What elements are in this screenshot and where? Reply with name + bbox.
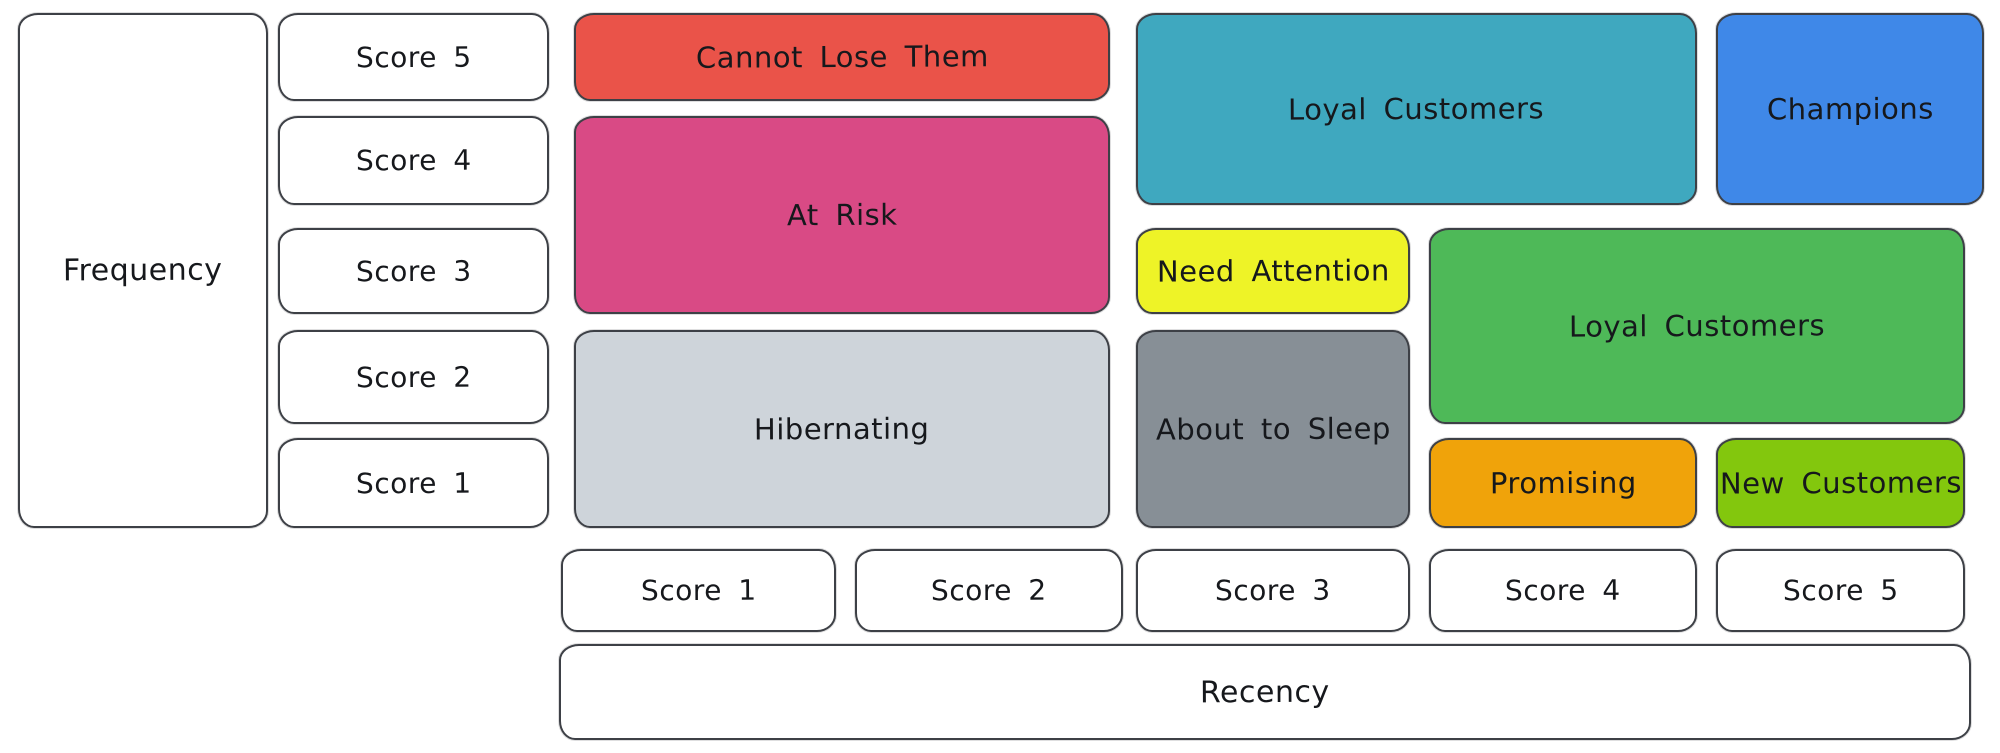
segment-about-to-sleep-label: About to Sleep xyxy=(1155,411,1391,447)
segment-loyal-customers-right-label: Loyal Customers xyxy=(1568,308,1826,344)
recency-score-1-label: Score 1 xyxy=(640,573,757,608)
recency-score-2: Score 2 xyxy=(855,549,1123,632)
frequency-score-3: Score 3 xyxy=(278,228,549,314)
frequency-score-1: Score 1 xyxy=(278,438,549,528)
recency-score-1: Score 1 xyxy=(561,549,836,632)
segment-new-customers: New Customers xyxy=(1716,438,1965,528)
frequency-score-5: Score 5 xyxy=(278,13,549,101)
recency-score-3: Score 3 xyxy=(1136,549,1410,632)
segment-new-customers-label: New Customers xyxy=(1719,465,1962,501)
segment-about-to-sleep: About to Sleep xyxy=(1136,330,1410,528)
recency-score-3-label: Score 3 xyxy=(1215,573,1331,608)
recency-score-5: Score 5 xyxy=(1716,549,1965,632)
frequency-score-2-label: Score 2 xyxy=(355,360,472,394)
recency-score-4: Score 4 xyxy=(1429,549,1697,632)
segment-promising: Promising xyxy=(1429,438,1697,528)
recency-score-2-label: Score 2 xyxy=(931,573,1047,608)
segment-loyal-customers-top: Loyal Customers xyxy=(1136,13,1697,205)
segment-cannot-lose-them: Cannot Lose Them xyxy=(574,13,1110,101)
recency-score-4-label: Score 4 xyxy=(1505,573,1621,608)
segment-need-attention-label: Need Attention xyxy=(1156,253,1390,289)
frequency-axis-text: Frequency xyxy=(63,252,223,289)
segment-champions: Champions xyxy=(1716,13,1984,205)
segment-promising-label: Promising xyxy=(1489,465,1637,501)
recency-score-5-label: Score 5 xyxy=(1782,573,1899,608)
recency-axis-label: Recency xyxy=(559,644,1971,740)
frequency-score-4: Score 4 xyxy=(278,116,549,205)
segment-need-attention: Need Attention xyxy=(1136,228,1410,314)
recency-axis-text: Recency xyxy=(1200,674,1330,710)
frequency-score-2: Score 2 xyxy=(278,330,549,424)
segment-loyal-customers-top-label: Loyal Customers xyxy=(1288,91,1545,127)
segment-hibernating: Hibernating xyxy=(574,330,1110,528)
frequency-score-1-label: Score 1 xyxy=(355,466,472,500)
segment-champions-label: Champions xyxy=(1766,91,1934,127)
frequency-score-3-label: Score 3 xyxy=(355,254,472,288)
segment-hibernating-label: Hibernating xyxy=(754,411,930,447)
segment-at-risk: At Risk xyxy=(574,116,1110,314)
frequency-score-4-label: Score 4 xyxy=(355,143,472,178)
frequency-score-5-label: Score 5 xyxy=(355,40,472,74)
segment-loyal-customers-right: Loyal Customers xyxy=(1429,228,1965,424)
segment-at-risk-label: At Risk xyxy=(786,197,898,233)
frequency-axis-label: Frequency xyxy=(18,13,268,528)
segment-cannot-lose-them-label: Cannot Lose Them xyxy=(695,39,989,75)
